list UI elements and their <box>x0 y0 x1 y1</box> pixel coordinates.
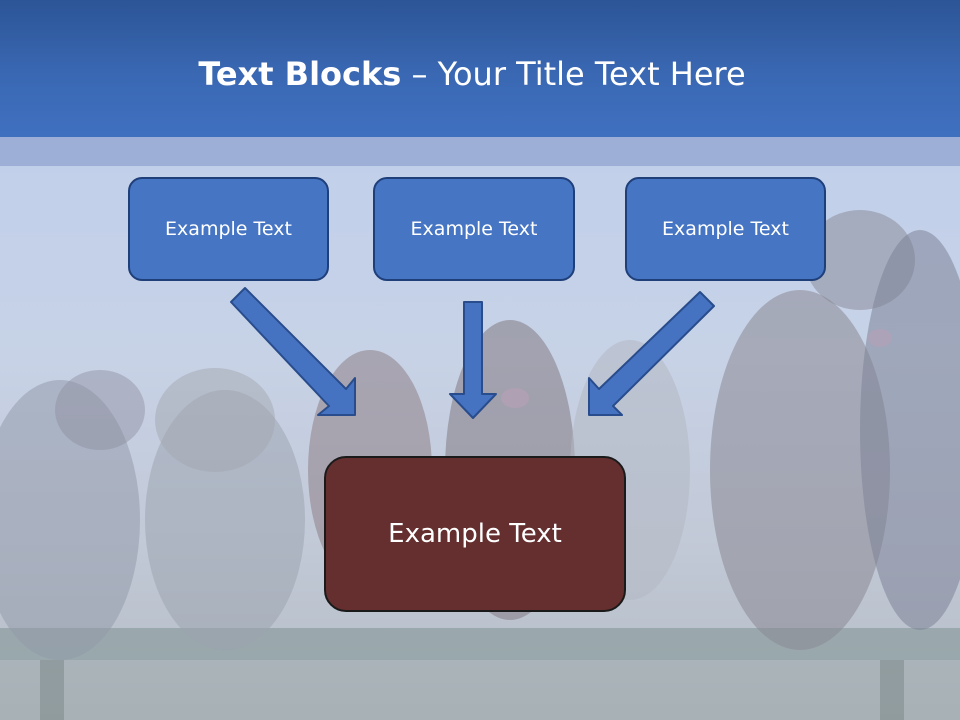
title-bold: Text Blocks <box>198 55 402 93</box>
slide-title: Text Blocks – Your Title Text Here <box>0 52 944 96</box>
title-bar <box>0 0 960 137</box>
arrow-center <box>449 301 497 419</box>
text-block-3-label: Example Text <box>662 218 789 240</box>
text-block-1[interactable]: Example Text <box>128 177 329 281</box>
arrow-right <box>588 291 715 416</box>
text-block-2-label: Example Text <box>410 218 538 240</box>
text-block-1-label: Example Text <box>165 218 292 240</box>
title-underline-strip <box>0 137 960 166</box>
arrow-left <box>230 287 356 416</box>
text-block-3[interactable]: Example Text <box>625 177 826 281</box>
text-block-2[interactable]: Example Text <box>373 177 575 281</box>
title-rest: – Your Title Text Here <box>401 55 746 93</box>
main-text-block[interactable]: Example Text <box>324 456 626 612</box>
main-text-block-label: Example Text <box>388 519 562 549</box>
